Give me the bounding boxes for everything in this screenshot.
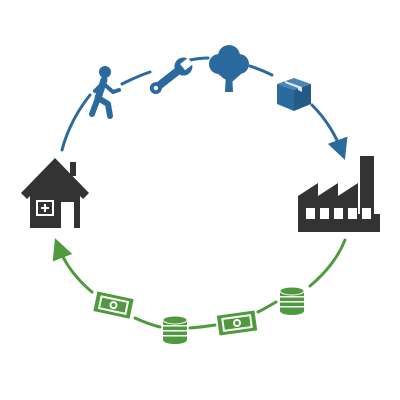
banknote-icon [93, 291, 134, 319]
coin-stack-icon [162, 315, 188, 344]
arc-segment-land-to-goods [248, 64, 274, 77]
arc-segment-bill-to-coins [188, 323, 217, 330]
arc-segment-household-to-labor [60, 93, 92, 152]
house-icon [21, 158, 89, 228]
factory-icon [298, 156, 380, 232]
resource-flow-arc [60, 56, 348, 160]
coin-stack-icon [279, 286, 305, 315]
arc-segment-coins-to-bill [256, 300, 278, 314]
arc-segment-labor-to-capital [120, 70, 152, 86]
tree-icon [209, 45, 249, 92]
arc-segment-coins-to-bill2 [133, 316, 162, 329]
arc-segment-goods-to-firm [310, 103, 348, 160]
walking-person-icon [89, 66, 121, 119]
arc-segment-firm-to-coins [308, 238, 347, 288]
arc-segment-bill-to-household [52, 238, 94, 294]
wrench-icon [149, 57, 193, 95]
money-flow-arc [52, 238, 347, 330]
banknote-icon [216, 310, 258, 336]
arc-segment-capital-to-land [188, 56, 210, 62]
box-icon [277, 78, 311, 111]
